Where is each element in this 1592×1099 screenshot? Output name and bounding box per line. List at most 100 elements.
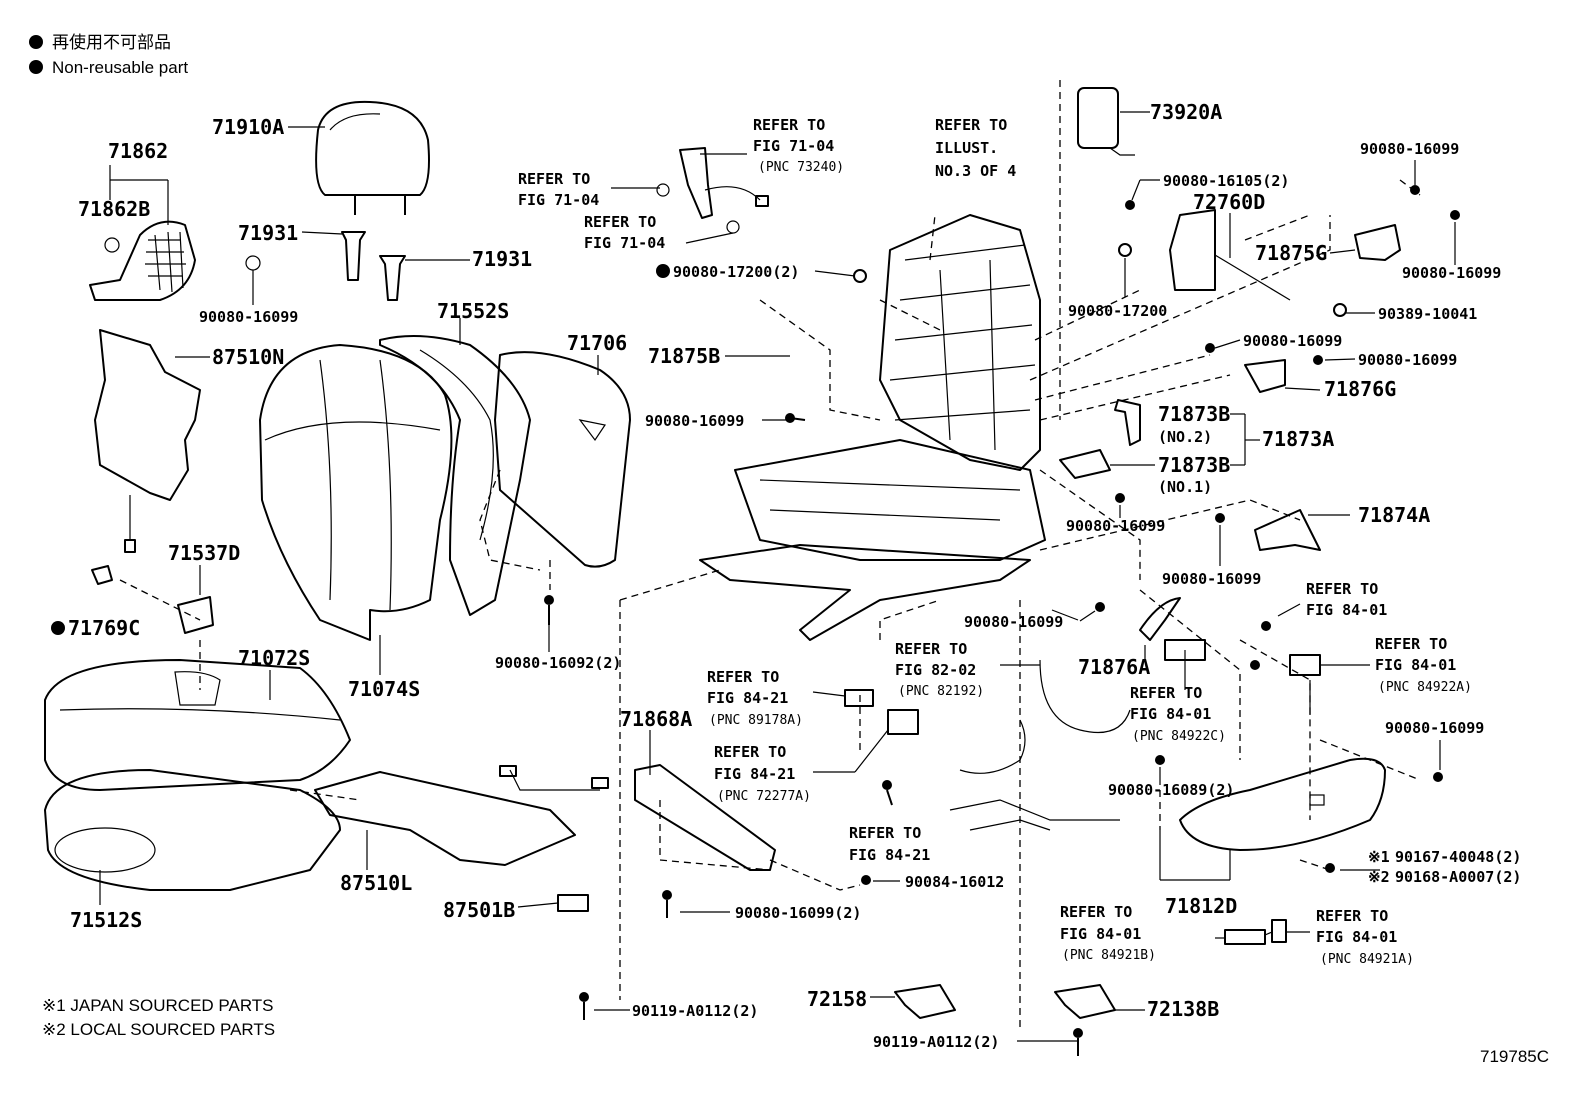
svg-text:(PNC 89178A): (PNC 89178A) (709, 713, 803, 728)
svg-text:FIG 71-04: FIG 71-04 (753, 137, 834, 155)
label-73920A: 73920A (1150, 100, 1222, 124)
label-90119-A0112: 90119-A0112(2) (632, 1002, 758, 1020)
label-90080-16099: 90080-16099 (1358, 351, 1457, 369)
label-71552S: 71552S (437, 299, 509, 323)
svg-text:(PNC 82192): (PNC 82192) (898, 684, 984, 699)
seatbelt-buckle (656, 147, 769, 234)
label-90080-17200: 90080-17200 (1068, 302, 1167, 320)
svg-text:FIG 71-04: FIG 71-04 (518, 191, 599, 209)
heater-ecu-87501B (557, 894, 589, 912)
label-90080-16099-2: 90080-16099(2) (735, 904, 861, 922)
svg-text:FIG 71-04: FIG 71-04 (584, 234, 665, 252)
label-87501B: 87501B (443, 898, 515, 922)
refer-illust-no3: REFER TO ILLUST. NO.3 OF 4 (935, 116, 1016, 180)
label-87510N: 87510N (212, 345, 284, 369)
trim-71868A (634, 764, 776, 871)
refer-fig-71-04-pnc-73240: REFER TO FIG 71-04 (PNC 73240) (753, 116, 844, 175)
label-72760D: 72760D (1193, 190, 1265, 214)
label-mark1: ※1 (1368, 848, 1390, 866)
refer-fig-84-21: REFER TO FIG 84-21 (849, 824, 930, 864)
label-71873B-no2: (NO.2) (1158, 428, 1212, 446)
seatback-heater-87510N (94, 329, 201, 553)
label-71868A: 71868A (620, 707, 692, 731)
svg-text:REFER TO: REFER TO (935, 116, 1007, 134)
label-71072S: 71072S (238, 646, 310, 670)
label-71874A: 71874A (1358, 503, 1430, 527)
footnote-local-sourced: ※2 LOCAL SOURCED PARTS (42, 1020, 275, 1039)
seat-frame (699, 214, 1046, 641)
sensor-72277A (887, 709, 919, 735)
recliner-72760D (1169, 209, 1291, 301)
legend-jp: 再使用不可部品 (52, 32, 171, 52)
svg-text:(PNC 84921B): (PNC 84921B) (1062, 948, 1156, 963)
side-airbag-73920A (1077, 87, 1135, 156)
knob-84921A (1271, 919, 1287, 943)
label-90168-A0007: 90168-A0007(2) (1395, 868, 1521, 886)
cushion-cover-71072S (44, 659, 351, 791)
label-90080-16099: 90080-16099 (1385, 719, 1484, 737)
label-71873B: 71873B (1158, 453, 1230, 477)
label-90119-A0112: 90119-A0112(2) (873, 1033, 999, 1051)
label-90080-16099: 90080-16099 (1402, 264, 1501, 282)
svg-text:ILLUST.: ILLUST. (935, 139, 998, 157)
label-90080-16092: 90080-16092(2) (495, 654, 621, 672)
label-71910A: 71910A (212, 115, 284, 139)
label-71931: 71931 (472, 247, 532, 271)
label-71812D: 71812D (1165, 894, 1237, 918)
svg-text:(PNC 72277A): (PNC 72277A) (717, 789, 811, 804)
label-71862B: 71862B (78, 197, 150, 221)
label-71862: 71862 (108, 139, 168, 163)
label-71769C: 71769C (68, 616, 140, 640)
label-71873B-no1: (NO.1) (1158, 478, 1212, 496)
refer-fig-82-02-pnc-82192: REFER TO FIG 82-02 (PNC 82192) (895, 640, 984, 699)
svg-text:FIG 84-21: FIG 84-21 (849, 846, 930, 864)
svg-text:REFER TO: REFER TO (584, 213, 656, 231)
cover-71876A (1139, 597, 1181, 641)
svg-text:FIG 84-01: FIG 84-01 (1316, 928, 1397, 946)
part-number-labels: 71910A 71862 71862B 71931 71931 90080-16… (51, 100, 1521, 1051)
label-90080-16105: 90080-16105(2) (1163, 172, 1289, 190)
svg-text:FIG 84-01: FIG 84-01 (1306, 601, 1387, 619)
leader-lines (99, 111, 1456, 1042)
label-71074S: 71074S (348, 677, 420, 701)
label-71876G: 71876G (1324, 377, 1396, 401)
brackets-71873B (1059, 399, 1141, 479)
non-reusable-bullet-icon (29, 60, 43, 74)
refer-fig-71-04: REFER TO FIG 71-04 (518, 170, 599, 209)
refer-fig-84-21-pnc-72277A: REFER TO FIG 84-21 (PNC 72277A) (714, 743, 811, 804)
label-90084-16012: 90084-16012 (905, 873, 1004, 891)
label-71931: 71931 (238, 221, 298, 245)
refer-to-labels: REFER TO FIG 71-04 (PNC 73240) REFER TO … (518, 116, 1472, 967)
label-71875B: 71875B (648, 344, 720, 368)
label-90080-16099: 90080-16099 (199, 308, 298, 326)
svg-text:REFER TO: REFER TO (1375, 635, 1447, 653)
label-90167-40048: 90167-40048(2) (1395, 848, 1521, 866)
svg-text:REFER TO: REFER TO (895, 640, 967, 658)
svg-text:REFER TO: REFER TO (707, 668, 779, 686)
refer-fig-84-01-pnc-84921A: REFER TO FIG 84-01 (PNC 84921A) (1316, 907, 1414, 967)
svg-text:(PNC 84922A): (PNC 84922A) (1378, 680, 1472, 695)
refer-fig-84-01: REFER TO FIG 84-01 (1306, 580, 1387, 619)
label-72158: 72158 (807, 987, 867, 1011)
cushion-pad-71512S (44, 769, 341, 891)
label-71876A: 71876A (1078, 655, 1150, 679)
svg-text:REFER TO: REFER TO (518, 170, 590, 188)
label-71873B: 71873B (1158, 402, 1230, 426)
wire-harness (949, 659, 1131, 831)
svg-text:REFER TO: REFER TO (849, 824, 921, 842)
refer-fig-84-01-pnc-84922C: REFER TO FIG 84-01 (PNC 84922C) (1130, 684, 1226, 744)
svg-text:REFER TO: REFER TO (1060, 903, 1132, 921)
label-71537D: 71537D (168, 541, 240, 565)
bracket-71875G (1354, 224, 1401, 261)
label-90080-16089: 90080-16089(2) (1108, 781, 1234, 799)
svg-text:REFER TO: REFER TO (1316, 907, 1388, 925)
refer-fig-71-04: REFER TO FIG 71-04 (584, 213, 665, 252)
non-reusable-bullet-icon (656, 264, 670, 278)
label-72138B: 72138B (1147, 997, 1219, 1021)
bracket-71874A (1254, 509, 1321, 551)
footnote-japan-sourced: ※1 JAPAN SOURCED PARTS (42, 996, 274, 1015)
foot-cover-72138B (1054, 984, 1116, 1019)
seatback-cover-71074S (259, 344, 453, 641)
label-71873A: 71873A (1262, 427, 1334, 451)
seatback-board-71706 (494, 351, 631, 568)
